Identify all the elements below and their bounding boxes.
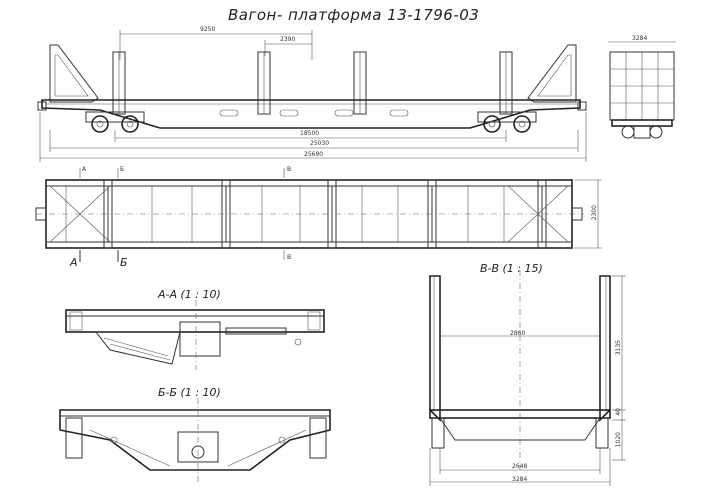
dim-end-width: 3284: [632, 35, 648, 42]
dim-vv-inner-width: 2860: [510, 330, 526, 337]
section-aa-label: А-А (1 : 10): [158, 288, 221, 301]
dim-length-over-couplers: 25690: [304, 151, 324, 158]
section-v-v: [429, 270, 626, 486]
dim-length-over-frame: 25030: [310, 140, 330, 147]
dim-vv-base: 2648: [512, 463, 528, 470]
dim-vv-step: 40: [615, 408, 622, 416]
section-b-b: [59, 398, 331, 484]
plan-small-a: А: [82, 166, 87, 173]
section-mark-a: А: [70, 256, 78, 269]
section-bb-label: Б-Б (1 : 10): [158, 386, 221, 399]
section-a-a: [65, 300, 325, 370]
dim-plan-width: 2300: [591, 205, 598, 221]
drawing-title: Вагон- платформа 13-1796-03: [228, 6, 480, 24]
end-view: [608, 41, 676, 139]
section-mark-b: Б: [120, 256, 128, 269]
plan-small-b: Б: [120, 166, 125, 173]
dim-vv-overall: 3284: [512, 476, 528, 483]
section-mark-v: В: [287, 254, 292, 261]
dim-bogie-centers: 18500: [300, 130, 320, 137]
dim-vv-height: 3135: [615, 340, 622, 356]
plan-small-v: В: [287, 166, 292, 173]
plan-view: [35, 168, 602, 262]
side-view: [37, 30, 587, 162]
dim-stanchion-spacing: 2390: [280, 36, 296, 43]
dim-vv-lower: 1020: [615, 432, 622, 448]
section-vv-label: В-В (1 : 15): [480, 262, 543, 275]
dim-pitch-stanchions: 9250: [200, 26, 216, 33]
